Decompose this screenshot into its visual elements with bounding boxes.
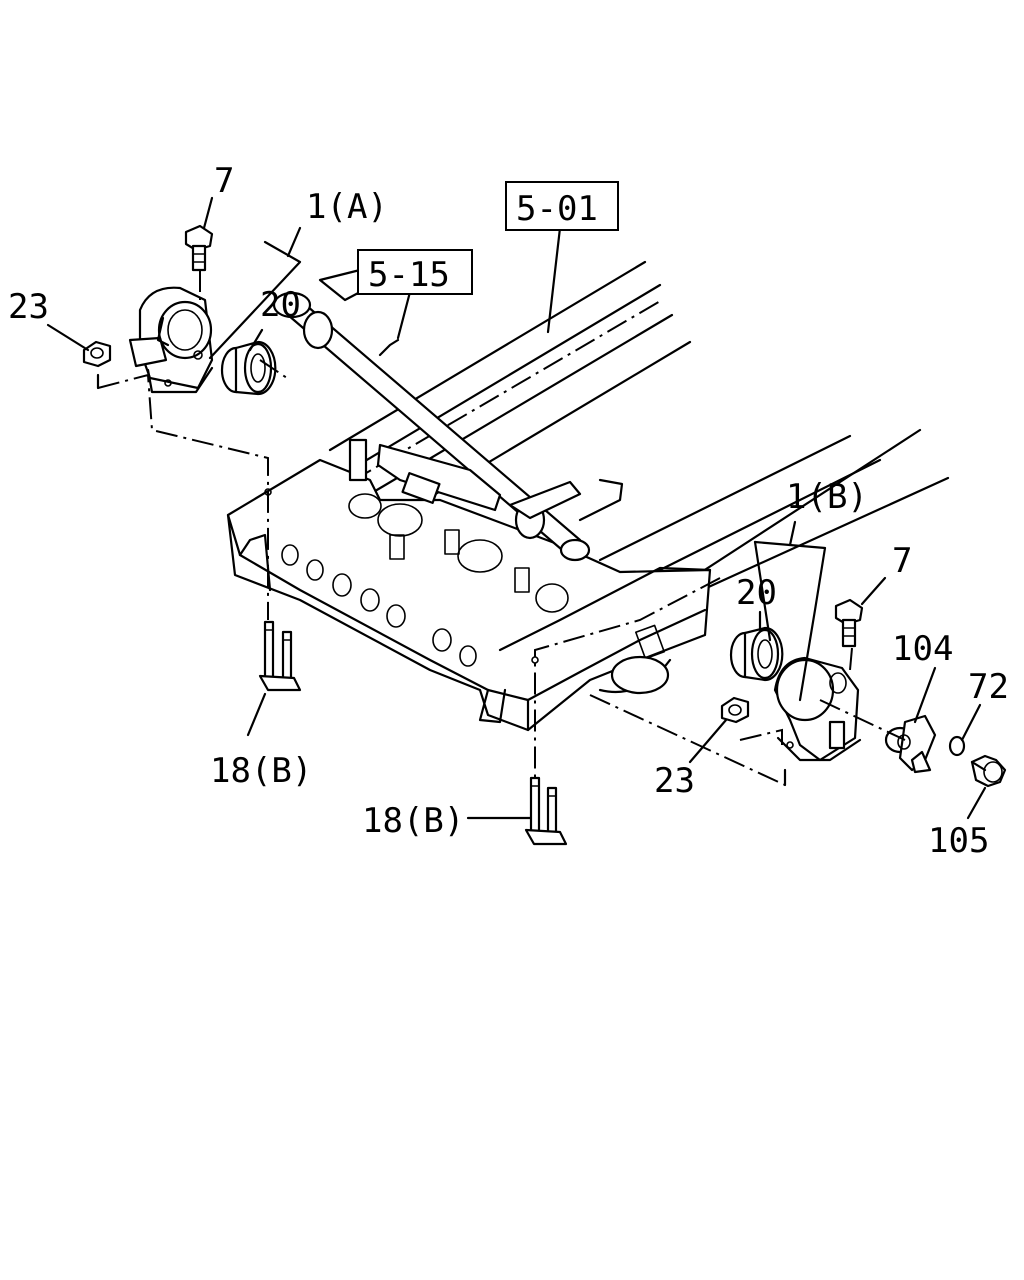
ref-box-5-15	[357, 249, 473, 295]
stabilizer-bar	[272, 263, 624, 562]
label-bolt-105: 105	[928, 821, 989, 861]
nut-23-b	[720, 696, 750, 724]
nut-23-a	[82, 340, 112, 368]
label-ref-5-15: 5-15	[368, 255, 450, 295]
label-bracket-1b: 1(B)	[786, 477, 868, 517]
bolt-7-a	[184, 224, 214, 272]
bushing-20-b	[729, 626, 784, 682]
assembly-lines	[96, 270, 906, 787]
label-bushing-20-a: 20	[260, 285, 301, 325]
label-u-bolt-18b-center: 18(B)	[362, 801, 464, 841]
u-bolt-18b-center	[524, 776, 568, 846]
bracket-1b	[773, 656, 862, 762]
part-104	[884, 714, 937, 774]
label-bushing-20-b: 20	[736, 573, 777, 613]
label-nut-23-b: 23	[654, 761, 695, 801]
leader-lines	[46, 196, 987, 820]
label-bolt-7-a: 7	[214, 161, 234, 201]
label-nut-23-a: 23	[8, 287, 49, 327]
washer-72	[948, 735, 966, 757]
label-bracket-1a: 1(A)	[306, 187, 388, 227]
label-part-104: 104	[892, 629, 953, 669]
label-bolt-7-b: 7	[892, 541, 912, 581]
label-u-bolt-18b-left: 18(B)	[210, 751, 312, 791]
label-ref-5-01: 5-01	[516, 189, 598, 229]
u-bolt-18b-left	[258, 620, 302, 692]
label-washer-72: 72	[968, 667, 1009, 707]
bolt-105	[970, 754, 1007, 788]
bushing-20-a	[220, 340, 277, 396]
cross-member	[226, 458, 712, 732]
bolt-7-b	[834, 598, 864, 648]
bracket-1a	[128, 286, 214, 394]
ref-box-5-01	[505, 181, 619, 231]
